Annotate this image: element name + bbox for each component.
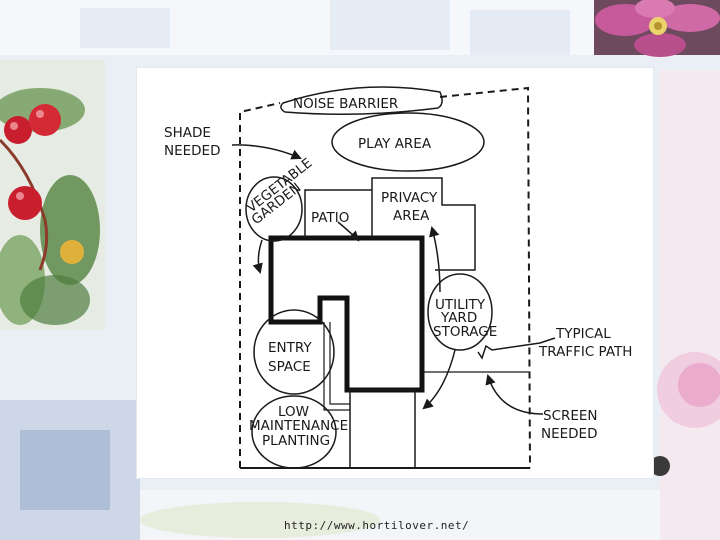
zone-bubbles bbox=[245, 86, 493, 469]
shade-needed-label-line2: NEEDED bbox=[164, 143, 220, 159]
low-maintenance-bubble bbox=[251, 395, 337, 469]
utility-arrow bbox=[422, 349, 456, 410]
play-area-label: PLAY AREA bbox=[358, 136, 432, 152]
utility-label-line3: STORAGE bbox=[433, 324, 497, 340]
entry-space-bubble bbox=[253, 309, 335, 395]
utility-label-line1: UTILITY bbox=[435, 297, 486, 313]
play-area-bubble bbox=[331, 112, 485, 172]
patio-label: PATIO bbox=[311, 210, 349, 226]
screen-label-line2: NEEDED bbox=[541, 426, 597, 442]
vegetable-arrow bbox=[252, 239, 263, 275]
vegetable-garden-bubble bbox=[245, 176, 303, 242]
low-label-line1: LOW bbox=[278, 404, 309, 420]
diagram-frame: NOISE BARRIER SHADE NEEDED PLAY AREA VEG… bbox=[137, 68, 653, 478]
annotation-arrows bbox=[231, 144, 556, 415]
source-url[interactable]: http://www.hortilover.net/ bbox=[284, 519, 470, 532]
screen-label-line1: SCREEN bbox=[543, 408, 598, 424]
landscape-plan-diagram: NOISE BARRIER SHADE NEEDED PLAY AREA VEG… bbox=[164, 86, 632, 469]
entry-label-line1: ENTRY bbox=[268, 340, 312, 356]
noise-barrier-label: NOISE BARRIER bbox=[293, 96, 398, 112]
typical-label-line2: TRAFFIC PATH bbox=[538, 344, 632, 360]
privacy-label-line2: AREA bbox=[393, 208, 430, 224]
diagram-labels: NOISE BARRIER SHADE NEEDED PLAY AREA VEG… bbox=[164, 96, 632, 449]
noise-barrier-bubble bbox=[280, 86, 443, 115]
privacy-label-line1: PRIVACY bbox=[381, 190, 438, 206]
utility-label-line2: YARD bbox=[440, 310, 477, 326]
shade-arrow bbox=[231, 144, 302, 160]
patio-arrow bbox=[337, 221, 360, 242]
pink-flower-image bbox=[594, 0, 720, 57]
pink-blossom-image bbox=[628, 352, 720, 476]
privacy-arrow bbox=[429, 225, 441, 293]
berry-plant-image bbox=[0, 60, 105, 330]
utility-yard-bubble bbox=[427, 273, 493, 351]
typical-label-line1: TYPICAL bbox=[555, 326, 611, 342]
traffic-path-connector bbox=[477, 337, 556, 360]
low-label-line3: PLANTING bbox=[262, 433, 330, 449]
shade-needed-label-line1: SHADE bbox=[164, 125, 211, 141]
entry-label-line2: SPACE bbox=[268, 359, 311, 375]
screen-arrow bbox=[485, 373, 544, 415]
house-footprint bbox=[268, 177, 530, 469]
low-label-line2: MAINTENANCE bbox=[249, 418, 348, 434]
